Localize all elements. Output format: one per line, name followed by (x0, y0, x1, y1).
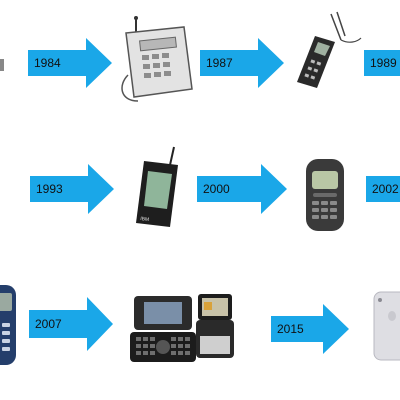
arrow-2000: 2000 (197, 164, 287, 214)
arrow-1993: 1993 (30, 164, 114, 214)
smartphone-icon (370, 290, 400, 362)
year-label: 1989 (370, 56, 397, 70)
year-label: 2000 (203, 182, 230, 196)
car-phone-handset-icon (285, 10, 365, 90)
year-label: 1984 (34, 56, 61, 70)
year-label: 1987 (206, 56, 233, 70)
year-label: 2002 (372, 182, 399, 196)
nokia-style-phone-icon (300, 155, 350, 235)
slider-keyboard-phone-icon (128, 292, 198, 364)
arrow-1989: 1989 (364, 38, 400, 88)
arrow-1984: 1984 (28, 38, 112, 88)
arrow-2015: 2015 (271, 304, 349, 354)
arrow-1987: 1987 (200, 38, 284, 88)
phone-edge-left-row1 (0, 55, 6, 75)
flip-phone-icon (194, 292, 236, 360)
pda-smartphone-icon: IBM (128, 145, 188, 230)
year-label: 2015 (277, 322, 304, 336)
arrow-2002: 2002 (366, 164, 400, 214)
arrow-2007: 2007 (29, 297, 113, 351)
candybar-phone-icon (0, 283, 20, 368)
year-label: 1993 (36, 182, 63, 196)
year-label: 2007 (35, 317, 62, 331)
svg-text:IBM: IBM (140, 216, 150, 223)
cordless-brick-phone-icon (118, 15, 198, 105)
